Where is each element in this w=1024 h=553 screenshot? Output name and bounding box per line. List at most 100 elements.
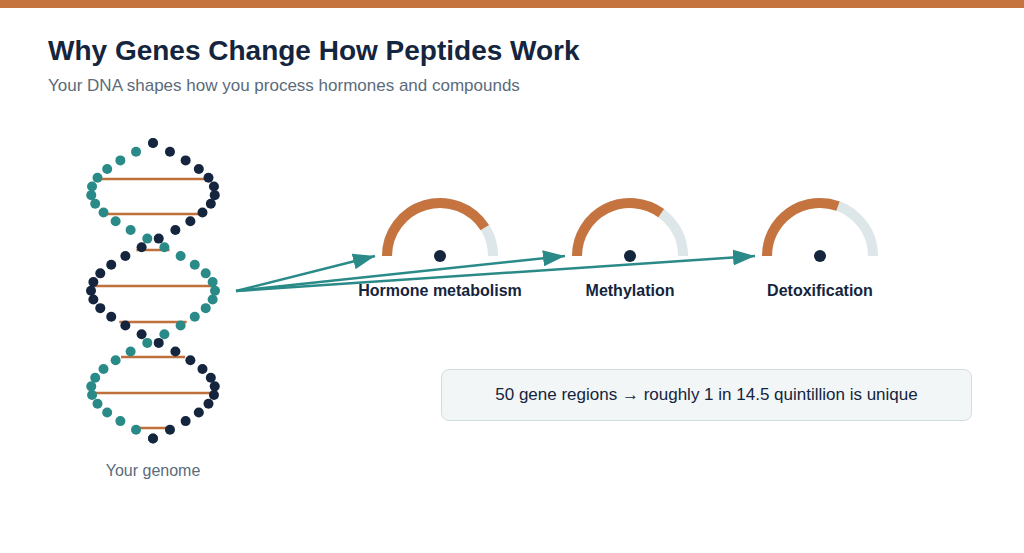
helix-rung: [92, 285, 215, 288]
helix-dot: [111, 216, 121, 226]
helix-rung: [96, 178, 209, 181]
helix-dot: [95, 303, 105, 313]
helix-dot: [181, 155, 191, 165]
helix-dot: [142, 234, 152, 244]
gauge-track: [387, 203, 493, 256]
node-label: Your genome: [80, 461, 226, 481]
helix-dot: [176, 251, 186, 261]
helix-dot: [99, 364, 109, 374]
helix-dot: [194, 164, 204, 174]
gauge-fill: [767, 203, 838, 256]
helix-dot: [176, 321, 186, 331]
connector-arrow: [236, 256, 565, 291]
helix-dot: [148, 434, 158, 444]
helix-dot: [111, 355, 121, 365]
helix-dot: [86, 286, 96, 296]
helix-dot: [99, 208, 109, 218]
helix-rung: [105, 213, 200, 216]
gauge-arc: [375, 190, 505, 270]
helix-dot: [115, 155, 125, 165]
helix-dot: [194, 407, 204, 417]
gauge-node: Detoxification: [755, 190, 885, 305]
gauge-dot: [434, 250, 446, 262]
genome-node: Your genome: [80, 130, 236, 490]
helix-dot: [120, 251, 130, 261]
helix-dot: [185, 355, 195, 365]
helix-dot: [102, 407, 112, 417]
connector-arrow: [236, 256, 755, 291]
helix-dot: [92, 173, 102, 183]
helix-dot: [159, 242, 169, 252]
helix-dot: [95, 268, 105, 278]
helix-dot: [102, 164, 112, 174]
diagram-title: Why Genes Change How Peptides Work: [48, 33, 580, 69]
helix-dot: [208, 277, 218, 287]
helix-dot: [126, 347, 136, 357]
helix-rung: [91, 392, 214, 395]
helix-dot: [86, 381, 96, 391]
info-text: 50 gene regions → roughly 1 in 14.5 quin…: [495, 384, 917, 406]
gauge-fill: [387, 203, 485, 256]
helix-dot: [90, 373, 100, 383]
helix-dot: [131, 425, 141, 435]
helix-dot: [206, 199, 216, 209]
helix-dot: [181, 416, 191, 426]
helix-dot: [154, 234, 164, 244]
node-label: Hormone metabolism: [358, 281, 522, 301]
helix-dot: [86, 190, 96, 200]
connector-arrow: [236, 256, 375, 291]
helix-dot: [210, 381, 220, 391]
helix-dot: [137, 242, 147, 252]
node-label: Detoxification: [767, 281, 873, 301]
helix-dot: [201, 303, 211, 313]
gauge-node: Methylation: [565, 190, 695, 305]
helix-dot: [142, 338, 152, 348]
helix-dot: [137, 329, 147, 339]
helix-dot: [115, 416, 125, 426]
gauge-fill: [577, 203, 661, 256]
helix-dot: [87, 181, 97, 191]
info-box: 50 gene regions → roughly 1 in 14.5 quin…: [441, 369, 972, 421]
subtitle-text: Your DNA shapes how you process hormones…: [48, 76, 520, 96]
helix-dot: [154, 338, 164, 348]
gauge-node: Hormone metabolism: [375, 190, 505, 305]
helix-dot: [197, 364, 207, 374]
helix-dot: [170, 347, 180, 357]
gauge-arc: [755, 190, 885, 270]
helix-dot: [120, 321, 130, 331]
gauge-track: [577, 203, 683, 256]
helix-dot: [209, 181, 219, 191]
helix-dot: [170, 225, 180, 235]
helix-dot: [126, 225, 136, 235]
helix-dot: [148, 138, 158, 148]
dna-helix: [80, 130, 236, 460]
helix-dot: [131, 147, 141, 157]
helix-dot: [210, 190, 220, 200]
gauge-dot: [624, 250, 636, 262]
helix-dot: [106, 312, 116, 322]
helix-dot: [106, 260, 116, 270]
helix-dot: [208, 294, 218, 304]
helix-dot: [165, 147, 175, 157]
helix-dot: [204, 173, 214, 183]
helix-dot: [204, 399, 214, 409]
helix-dot: [197, 208, 207, 218]
helix-dot: [206, 373, 216, 383]
helix-dot: [88, 294, 98, 304]
gauge-track: [767, 203, 873, 256]
helix-dot: [92, 399, 102, 409]
helix-dot: [190, 260, 200, 270]
gauge-arc: [565, 190, 695, 270]
helix-dot: [148, 138, 158, 148]
helix-dot: [210, 286, 220, 296]
helix-dot: [165, 425, 175, 435]
helix-dot: [190, 312, 200, 322]
helix-dot: [87, 390, 97, 400]
helix-dot: [148, 434, 158, 444]
helix-dot: [209, 390, 219, 400]
helix-dot: [159, 329, 169, 339]
helix-dot: [90, 199, 100, 209]
node-label: Methylation: [586, 281, 675, 301]
top-bar: [0, 0, 1024, 8]
helix-dot: [201, 268, 211, 278]
